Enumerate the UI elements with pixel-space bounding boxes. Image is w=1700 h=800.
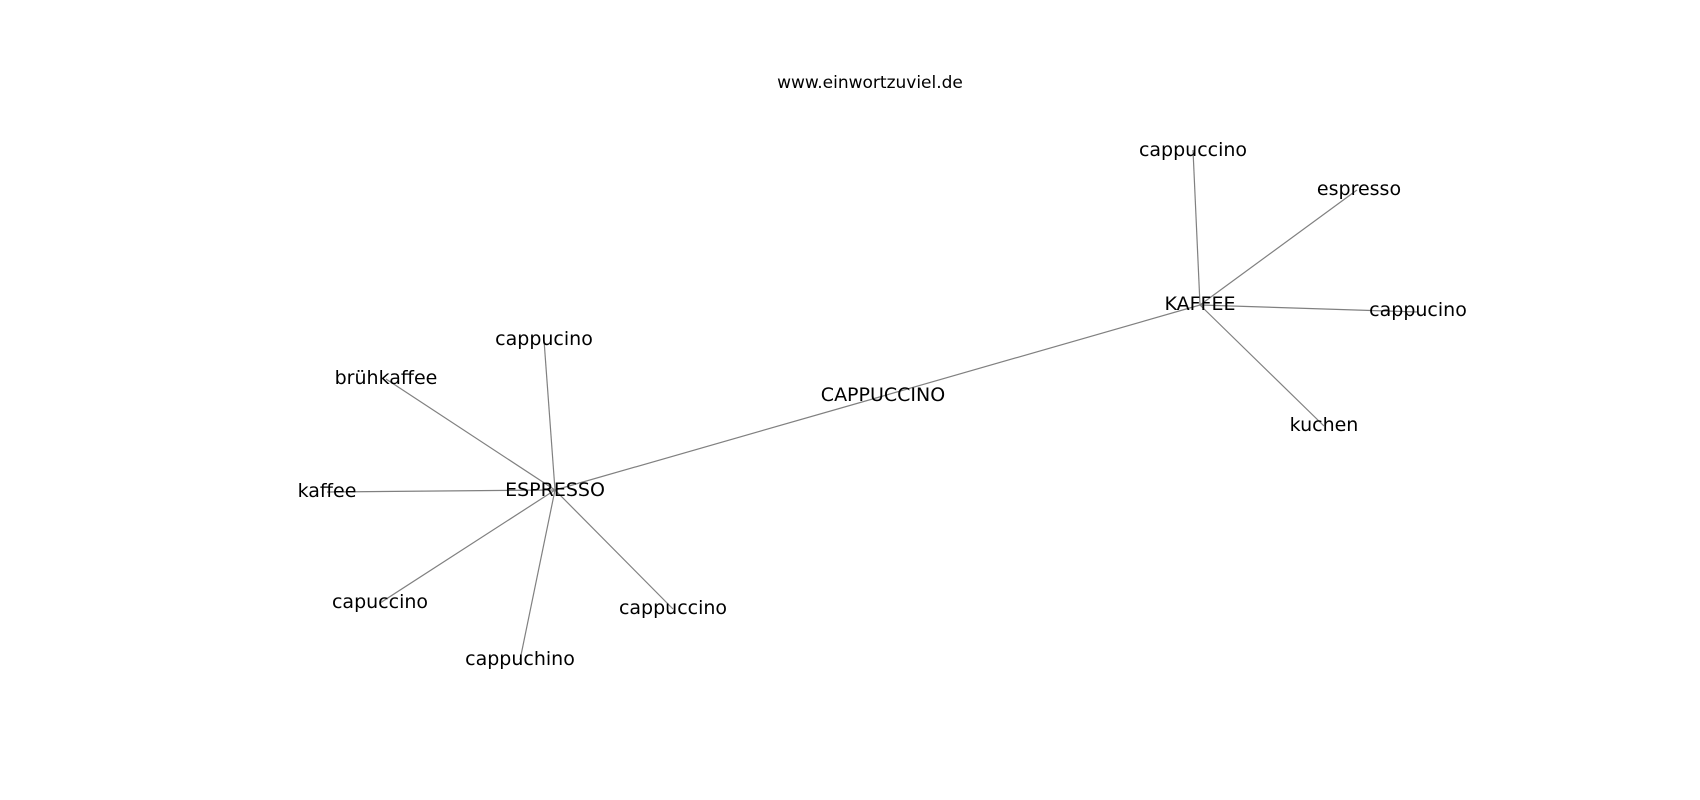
edges-layer bbox=[326, 149, 1419, 661]
node-label-e-cappucino: cappucino bbox=[495, 328, 593, 350]
edge-espresso_hub-e_bruehkaffee bbox=[385, 378, 556, 491]
edge-kaffee_hub-k_espresso bbox=[1199, 189, 1358, 306]
node-label-e-cappuchino: cappuchino bbox=[465, 648, 575, 670]
nodes-layer: CAPPUCCINO ESPRESSO KAFFEE cappuccino espres… bbox=[298, 139, 1467, 670]
edge-kaffee_hub-k_cappucino bbox=[1199, 304, 1419, 313]
site-url-label: www.einwortzuviel.de bbox=[777, 73, 963, 93]
edge-espresso_hub-e_capuccino bbox=[379, 489, 556, 604]
edge-kaffee_hub-k_cappuccino bbox=[1192, 149, 1201, 306]
node-label-k-cappuccino: cappuccino bbox=[1139, 139, 1247, 161]
edge-espresso_hub-e_cappuccino bbox=[554, 489, 674, 610]
node-label-e-cappuccino: cappuccino bbox=[619, 597, 727, 619]
node-label-e-bruehkaffee: brühkaffee bbox=[335, 367, 438, 389]
node-label-cappuccino-center: CAPPUCCINO bbox=[821, 384, 945, 406]
node-label-k-kuchen: kuchen bbox=[1290, 414, 1359, 436]
edge-cappuccino_center-kaffee_hub bbox=[882, 304, 1201, 397]
edge-cappuccino_center-espresso_hub bbox=[554, 395, 884, 491]
node-label-e-kaffee: kaffee bbox=[298, 480, 357, 502]
node-label-e-capuccino: capuccino bbox=[332, 591, 428, 613]
edge-kaffee_hub-k_kuchen bbox=[1199, 304, 1325, 427]
node-label-k-cappucino: cappucino bbox=[1369, 299, 1467, 321]
edge-espresso_hub-e_cappucino bbox=[543, 339, 556, 491]
edge-espresso_hub-e_kaffee bbox=[326, 489, 556, 493]
edge-espresso_hub-e_cappuchino bbox=[519, 489, 556, 661]
node-label-kaffee-hub: KAFFEE bbox=[1165, 293, 1236, 315]
node-label-k-espresso: espresso bbox=[1317, 178, 1401, 200]
node-label-espresso-hub: ESPRESSO bbox=[505, 479, 605, 501]
